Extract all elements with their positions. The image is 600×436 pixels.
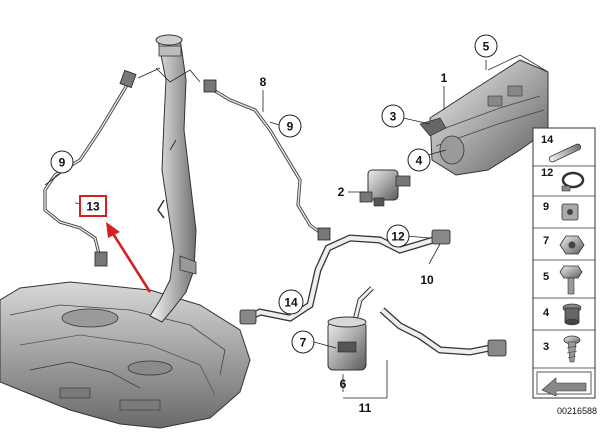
callout-9-left: 9	[50, 150, 74, 174]
callout-11-label: 11	[359, 401, 372, 415]
legend-label-4: 4	[543, 307, 550, 319]
callout-10-label: 10	[420, 273, 434, 287]
vent-hose-main	[239, 229, 451, 325]
callout-1-label: 1	[441, 71, 448, 85]
filler-neck	[149, 34, 197, 323]
diagram-reference-number: 00216588	[557, 406, 597, 416]
carbon-canister	[419, 54, 549, 176]
callout-6: 6	[340, 377, 347, 391]
legend-label-12: 12	[541, 167, 553, 179]
callout-2-label: 2	[338, 185, 345, 199]
highlight-arrow	[106, 222, 152, 293]
legend-label-5: 5	[543, 271, 549, 283]
legend-label-9: 9	[543, 201, 549, 213]
purge-valve	[359, 169, 411, 207]
callout-8-label: 8	[260, 75, 267, 89]
callout-11: 11	[359, 401, 372, 415]
screw-icon	[563, 335, 581, 363]
reference-arrow-icon	[536, 371, 592, 397]
callout-2: 2	[338, 185, 345, 199]
drain-hose	[379, 307, 507, 357]
vent-hose-8	[203, 79, 331, 241]
legend-label-3: 3	[543, 341, 549, 353]
bolt-icon	[559, 265, 583, 295]
callout-7: 7	[291, 330, 315, 354]
callout-13-highlight: 13	[79, 195, 107, 217]
callout-3: 3	[381, 104, 405, 128]
callout-9-top: 9	[278, 114, 302, 138]
clamp-icon	[561, 171, 585, 192]
callout-9-top-label: 9	[287, 120, 294, 134]
callout-14: 14	[278, 289, 304, 315]
legend-label-7: 7	[543, 235, 549, 247]
vent-hose-left	[43, 69, 137, 267]
callout-3-label: 3	[390, 110, 397, 124]
callout-9-left-label: 9	[59, 156, 66, 170]
callout-7-label: 7	[300, 336, 307, 350]
legend-panel: 14 12 9 7 5 4	[532, 127, 596, 399]
callout-8: 8	[260, 75, 267, 89]
callout-5-label: 5	[483, 40, 490, 54]
callout-12-label: 12	[391, 230, 405, 244]
callout-13-label: 13	[86, 200, 100, 214]
clip-icon	[561, 203, 579, 221]
callout-12: 12	[386, 224, 410, 248]
callout-6-label: 6	[340, 377, 347, 391]
dust-filter	[327, 316, 367, 371]
callout-1: 1	[441, 71, 448, 85]
nut-icon	[559, 235, 585, 255]
fuel-tank	[0, 281, 251, 429]
callout-14-label: 14	[284, 296, 298, 310]
callout-10: 10	[420, 273, 434, 287]
callout-4: 4	[407, 148, 431, 172]
callout-4-label: 4	[416, 154, 423, 168]
hose-piece-icon	[548, 143, 582, 163]
legend-label-14: 14	[541, 134, 554, 146]
grommet-icon	[562, 303, 582, 326]
callout-5: 5	[474, 34, 498, 58]
